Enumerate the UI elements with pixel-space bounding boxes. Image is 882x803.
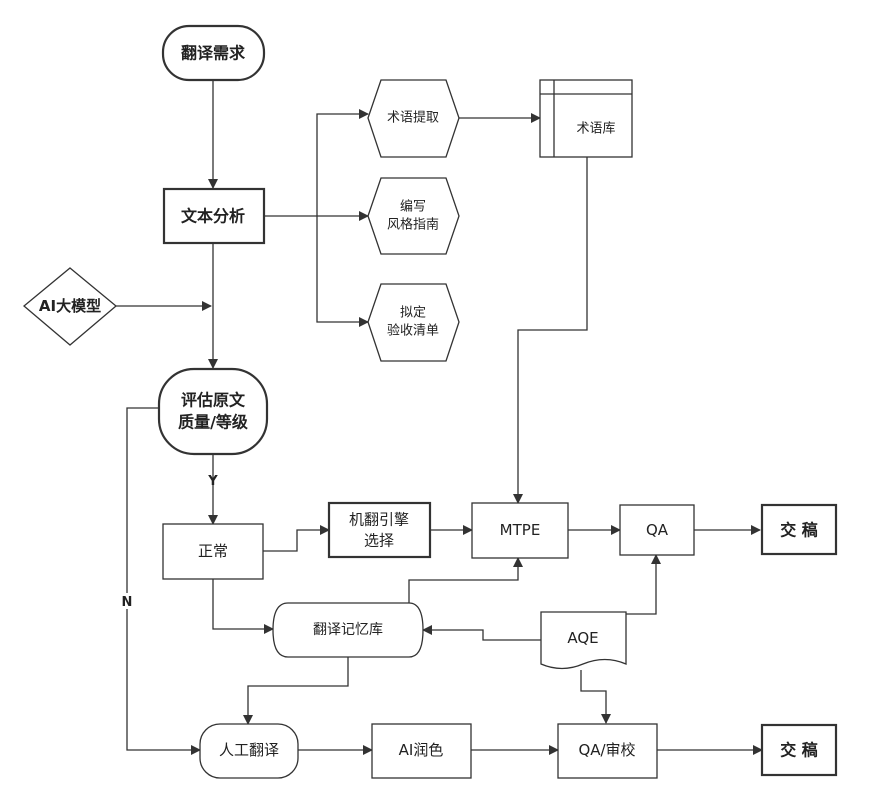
node-label: 文本分析: [181, 207, 245, 226]
edge-label-yes: Y: [207, 474, 218, 489]
edge-tm-to-human: [243, 657, 349, 725]
edge-tm-to-mtpe: [408, 557, 523, 603]
node-ai-polish[interactable]: AI润色: [371, 723, 472, 779]
node-label: QA/审校: [578, 741, 635, 759]
node-aqe[interactable]: AQE: [540, 611, 627, 670]
node-label: 机翻引擎: [349, 511, 409, 529]
edge-branch-to-term-extract: [316, 109, 369, 216]
edge-aqe-to-qa-review: [580, 670, 611, 724]
node-label: 编写: [400, 199, 426, 214]
node-qa[interactable]: QA: [619, 504, 695, 556]
node-label: 翻译需求: [181, 44, 246, 63]
edge-normal-to-tm: [212, 579, 274, 634]
node-label: AI润色: [399, 741, 444, 759]
node-deliver-top[interactable]: 交 稿: [760, 503, 838, 556]
node-deliver-bottom[interactable]: 交 稿: [760, 723, 838, 777]
node-mtpe[interactable]: MTPE: [471, 502, 569, 559]
node-label: 术语库: [576, 121, 615, 137]
node-term-base[interactable]: 术语库: [539, 79, 633, 158]
node-label: 人工翻译: [219, 741, 279, 759]
node-qa-review[interactable]: QA/审校: [557, 723, 658, 779]
node-label: 术语提取: [387, 110, 439, 126]
node-label: 选择: [364, 532, 394, 550]
edge-aqe-to-qa: [626, 554, 661, 615]
node-label: AI大模型: [39, 297, 101, 315]
edge-term-base-to-mtpe: [513, 157, 588, 504]
node-human-translation[interactable]: 人工翻译: [199, 723, 299, 779]
node-label: 交 稿: [780, 741, 818, 760]
node-term-extract[interactable]: 术语提取: [367, 79, 460, 158]
node-ai-model[interactable]: AI大模型: [22, 267, 118, 346]
node-label: 评估原文: [181, 390, 246, 409]
node-label: QA: [646, 521, 669, 539]
node-label: 交 稿: [780, 521, 818, 540]
node-label: 翻译记忆库: [313, 622, 383, 638]
node-label: MTPE: [500, 521, 541, 539]
node-label: 风格指南: [387, 217, 439, 233]
edge-branch-to-checklist: [316, 216, 369, 327]
node-text-analysis[interactable]: 文本分析: [162, 187, 266, 245]
node-translation-memory[interactable]: 翻译记忆库: [272, 602, 424, 658]
node-requirement[interactable]: 翻译需求: [161, 24, 266, 82]
node-normal[interactable]: 正常: [162, 523, 264, 580]
edges: [116, 80, 763, 755]
node-label: AQE: [567, 629, 598, 647]
edge-label-no: N: [122, 595, 133, 610]
node-label: 正常: [198, 542, 228, 560]
edge-normal-to-mt-engine: [263, 525, 330, 552]
node-label: 拟定: [400, 305, 426, 320]
node-label: 验收清单: [387, 323, 439, 339]
edge-evaluate-no-to-human: [126, 407, 201, 755]
node-label: 质量/等级: [178, 413, 249, 432]
edge-aqe-to-tm: [422, 625, 541, 641]
